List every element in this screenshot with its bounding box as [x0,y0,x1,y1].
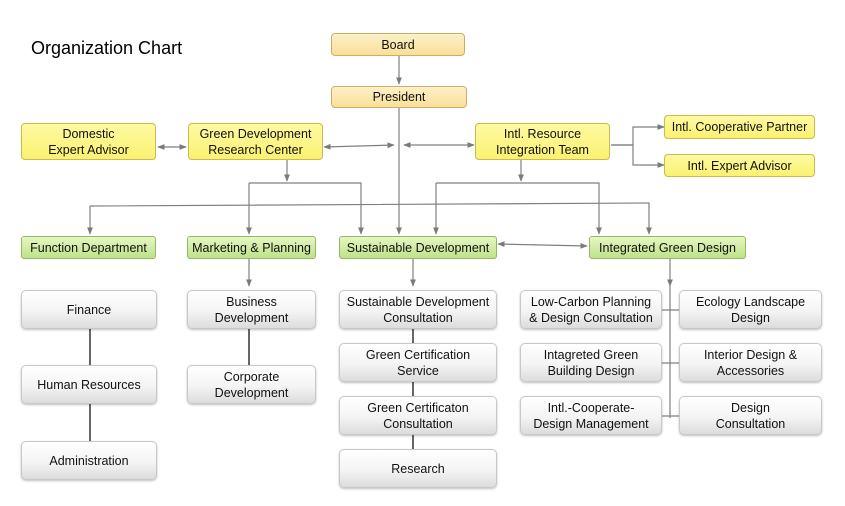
intl-resource-integration-team-node[interactable]: Intl. Resource Integration Team [475,123,610,160]
integrated-green-building-design-label: Intagreted Green Building Design [543,347,639,378]
president-label: President [372,90,426,104]
business-development-label: Business Development [214,294,289,325]
interior-design-accessories-node[interactable]: Interior Design & Accessories [679,343,822,382]
research-label: Research [391,461,445,476]
finance-label: Finance [66,302,112,317]
sd-consultation-label: Sustainable Development Consultation [346,294,490,325]
domestic-expert-advisor-label: Domestic Expert Advisor [48,126,129,157]
function-department-label: Function Department [30,240,147,255]
president-node[interactable]: President [331,86,467,108]
marketing-planning-label: Marketing & Planning [192,240,311,255]
integrated-green-building-design-node[interactable]: Intagreted Green Building Design [520,343,662,382]
finance-node[interactable]: Finance [21,290,157,329]
low-carbon-planning-label: Low-Carbon Planning & Design Consultatio… [529,294,653,325]
intl-resource-integration-team-label: Intl. Resource Integration Team [496,126,589,157]
design-consultation-node[interactable]: Design Consultation [679,396,822,435]
administration-node[interactable]: Administration [21,441,157,480]
green-certification-service-node[interactable]: Green Certification Service [339,343,497,382]
low-carbon-planning-node[interactable]: Low-Carbon Planning & Design Consultatio… [520,290,662,329]
human-resources-label: Human Resources [37,377,141,392]
business-development-node[interactable]: Business Development [187,290,316,329]
administration-label: Administration [49,453,129,468]
green-certification-consultation-node[interactable]: Green Certificaton Consultation [339,396,497,435]
ecology-landscape-design-node[interactable]: Ecology Landscape Design [679,290,822,329]
intl-cooperate-design-management-label: Intl.-Cooperate- Design Management [533,400,649,431]
interior-design-accessories-label: Interior Design & Accessories [703,347,798,378]
corporate-development-label: Corporate Development [214,369,289,400]
sustainable-development-label: Sustainable Development [346,240,490,255]
integrated-green-design-label: Integrated Green Design [599,240,736,255]
corporate-development-node[interactable]: Corporate Development [187,365,316,404]
ecology-landscape-design-label: Ecology Landscape Design [695,294,806,325]
green-certification-consultation-label: Green Certificaton Consultation [367,400,469,431]
intl-cooperative-partner-label: Intl. Cooperative Partner [671,120,808,134]
domestic-expert-advisor-node[interactable]: Domestic Expert Advisor [21,123,156,160]
integrated-green-design-node[interactable]: Integrated Green Design [589,236,746,259]
intl-expert-advisor-label: Intl. Expert Advisor [687,158,792,173]
intl-cooperative-partner-node[interactable]: Intl. Cooperative Partner [664,115,815,139]
green-development-research-center-label: Green Development Research Center [199,126,312,157]
board-node[interactable]: Board [331,33,465,56]
research-node[interactable]: Research [339,449,497,488]
intl-expert-advisor-node[interactable]: Intl. Expert Advisor [664,154,815,177]
marketing-planning-node[interactable]: Marketing & Planning [187,236,316,259]
board-label: Board [381,37,415,52]
green-development-research-center-node[interactable]: Green Development Research Center [188,123,323,160]
human-resources-node[interactable]: Human Resources [21,365,157,404]
sd-consultation-node[interactable]: Sustainable Development Consultation [339,290,497,329]
green-certification-service-label: Green Certification Service [365,347,471,378]
design-consultation-label: Design Consultation [715,400,786,431]
function-department-node[interactable]: Function Department [21,236,156,259]
intl-cooperate-design-management-node[interactable]: Intl.-Cooperate- Design Management [520,396,662,435]
chart-title: Organization Chart [31,38,183,58]
sustainable-development-node[interactable]: Sustainable Development [339,236,497,259]
